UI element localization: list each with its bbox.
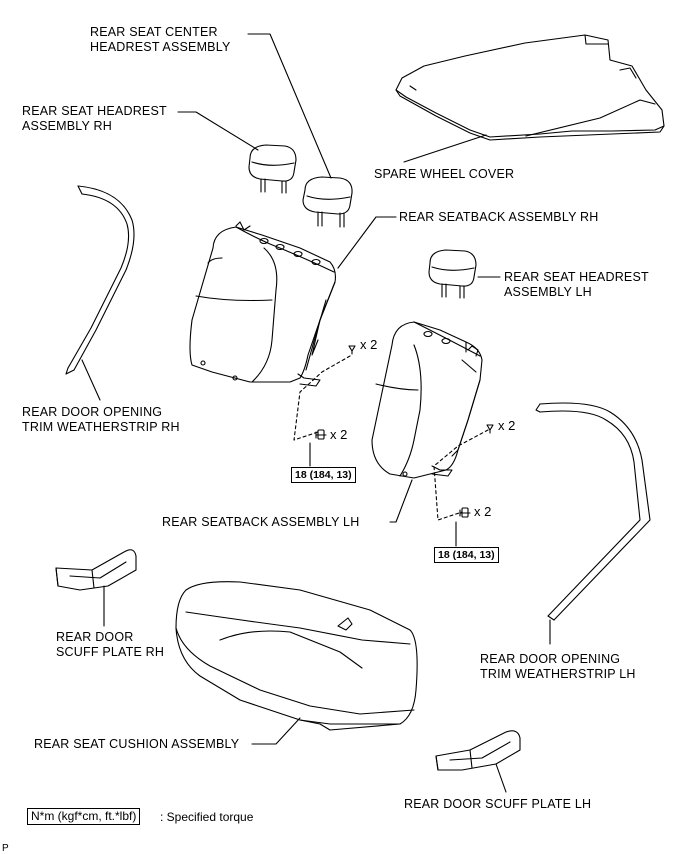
leader-headrest-rh (177, 111, 259, 151)
qty-clip-rh: x 2 (360, 337, 378, 352)
label-center-headrest: REAR SEAT CENTER HEADREST ASSEMBLY (90, 25, 231, 54)
label-weatherstrip-lh: REAR DOOR OPENING TRIM WEATHERSTRIP LH (480, 652, 636, 681)
leader-seatback-lh (389, 479, 413, 523)
weatherstrip-lh-drawing (535, 402, 651, 621)
leader-weatherstrip-rh (81, 359, 101, 401)
bolt-rh-drawing (315, 429, 327, 440)
label-seat-cushion: REAR SEAT CUSHION ASSEMBLY (34, 737, 240, 751)
dashed-line-lh (433, 429, 489, 521)
label-headrest-rh: REAR SEAT HEADREST ASSEMBLY RH (22, 104, 167, 133)
leader-center-headrest (247, 33, 332, 179)
headrest-rh-drawing (248, 144, 297, 194)
legend-description: : Specified torque (160, 810, 254, 824)
label-headrest-lh: REAR SEAT HEADREST ASSEMBLY LH (504, 270, 649, 299)
leader-seatback-rh (337, 216, 397, 269)
spare-wheel-cover-drawing (395, 34, 665, 141)
label-seatback-lh: REAR SEATBACK ASSEMBLY LH (162, 515, 360, 529)
label-weatherstrip-rh: REAR DOOR OPENING TRIM WEATHERSTRIP RH (22, 405, 180, 434)
seatback-lh-drawing (371, 321, 483, 479)
qty-bolt-rh: x 2 (330, 427, 348, 442)
figure-code: P (2, 843, 9, 854)
label-spare-wheel-cover: SPARE WHEEL COVER (374, 167, 515, 181)
scuff-plate-rh-drawing (55, 549, 137, 591)
seatback-rh-drawing (189, 221, 336, 387)
dashed-line-rh (293, 355, 351, 441)
scuff-plate-lh-drawing (435, 730, 521, 771)
label-scuff-plate-rh: REAR DOOR SCUFF PLATE RH (56, 630, 165, 659)
label-scuff-plate-lh: REAR DOOR SCUFF PLATE LH (404, 797, 592, 811)
label-seatback-rh: REAR SEATBACK ASSEMBLY RH (399, 210, 599, 224)
torque-spec-rh: 18 (184, 13) (291, 467, 356, 483)
leader-seat-cushion (251, 717, 301, 745)
weatherstrip-rh-drawing (65, 185, 135, 375)
legend-unit-box: N*m (kgf*cm, ft.*lbf) (27, 808, 141, 825)
leader-spare-wheel-cover (403, 134, 487, 163)
torque-spec-lh: 18 (184, 13) (434, 547, 499, 563)
headrest-lh-drawing (428, 249, 477, 299)
seat-cushion-drawing (175, 581, 418, 731)
center-headrest-drawing (302, 176, 353, 228)
qty-bolt-lh: x 2 (474, 504, 492, 519)
bolt-lh-drawing (459, 507, 471, 518)
leader-scuff-plate-lh (495, 763, 507, 793)
clip-rh-drawing (348, 345, 356, 355)
qty-clip-lh: x 2 (498, 418, 516, 433)
clip-lh-drawing (486, 424, 494, 434)
